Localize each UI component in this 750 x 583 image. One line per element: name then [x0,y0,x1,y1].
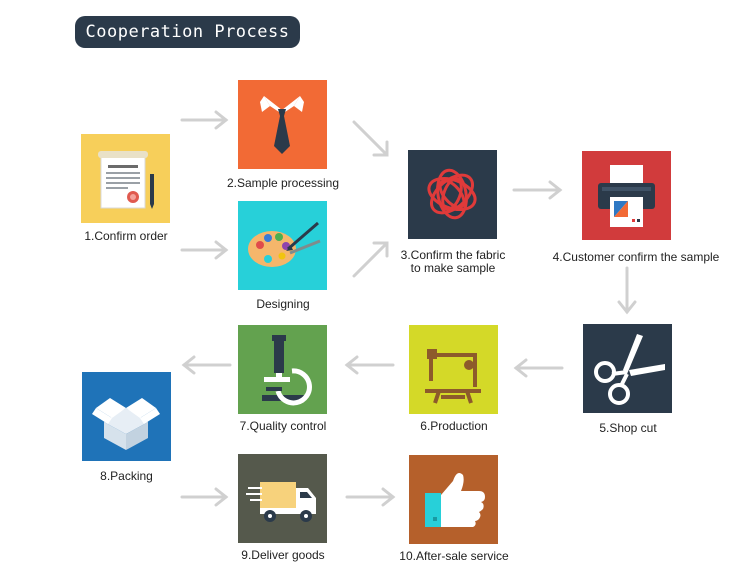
arrow-down-icon [617,266,637,316]
step-2-label: 2.Sample processing [226,176,340,190]
step-9-tile [238,454,327,543]
step-3-label-line1: 3.Confirm the fabric [400,248,506,262]
step-3-label: 3.Confirm the fabric to make sample [388,249,518,275]
designing-label: Designing [256,297,310,311]
step-8-tile [82,372,171,461]
microscope-icon [262,335,312,406]
step-3-tile [408,150,497,239]
thumbs-up-icon [425,473,485,527]
step-10-tile [409,455,498,544]
shirt-tie-icon [260,96,304,154]
designing-tile [238,201,327,290]
arrow-right-icon [180,487,230,507]
certificate-icon [98,151,154,209]
step-3-label-line2: to make sample [410,261,496,275]
delivery-truck-icon [246,482,316,522]
page-title: Cooperation Process [75,16,300,48]
step-1-tile [81,134,170,223]
arrow-right-icon [180,240,230,260]
sewing-machine-icon [425,349,481,404]
step-5-label: 5.Shop cut [599,421,657,435]
scissors-icon [594,334,665,405]
step-2-tile [238,80,327,169]
step-6-tile [409,325,498,414]
step-9-label: 9.Deliver goods [241,548,325,562]
arrow-right-icon [345,487,397,507]
step-6-label: 6.Production [420,419,488,433]
step-4-label: 4.Customer confirm the sample [552,250,720,264]
printer-icon [598,165,655,227]
arrow-left-icon [180,355,232,375]
wool-yarn-icon [427,168,477,220]
step-4-tile [582,151,671,240]
step-5-tile [583,324,672,413]
palette-icon [248,221,321,267]
arrow-right-icon [180,110,230,130]
step-7-tile [238,325,327,414]
step-7-label: 7.Quality control [239,419,327,433]
step-8-label: 8.Packing [100,469,153,483]
arrow-right-icon [512,180,564,200]
arrow-down-right-icon [350,118,392,160]
arrow-left-icon [343,355,395,375]
arrow-up-right-icon [350,238,392,280]
box-icon [92,398,160,450]
arrow-left-icon [512,358,564,378]
step-10-label: 10.After-sale service [399,549,509,563]
step-1-label: 1.Confirm order [84,229,168,243]
